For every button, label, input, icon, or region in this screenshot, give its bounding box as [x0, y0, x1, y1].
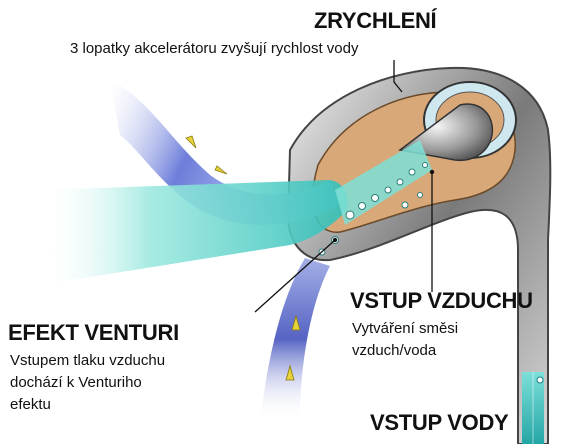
vstup-vody-title: VSTUP VODY [370, 410, 508, 436]
efekt-venturi-desc-line-2: dochází k Venturiho [10, 372, 142, 393]
efekt-venturi-title: EFEKT VENTURI [8, 320, 179, 346]
vstup-vzduchu-title: VSTUP VZDUCHU [350, 288, 533, 314]
efekt-venturi-desc-line-3: efektu [10, 394, 51, 415]
zrychleni-title: ZRYCHLENÍ [314, 8, 436, 34]
vstup-vzduchu-desc-line-2: vzduch/voda [352, 340, 436, 361]
vstup-vzduchu-desc-line-1: Vytváření směsi [352, 318, 458, 339]
lower-water-stream [260, 258, 330, 420]
efekt-venturi-desc-line-1: Vstupem tlaku vzduchu [10, 350, 165, 371]
zrychleni-description: 3 lopatky akcelerátoru zvyšují rychlost … [70, 38, 358, 59]
